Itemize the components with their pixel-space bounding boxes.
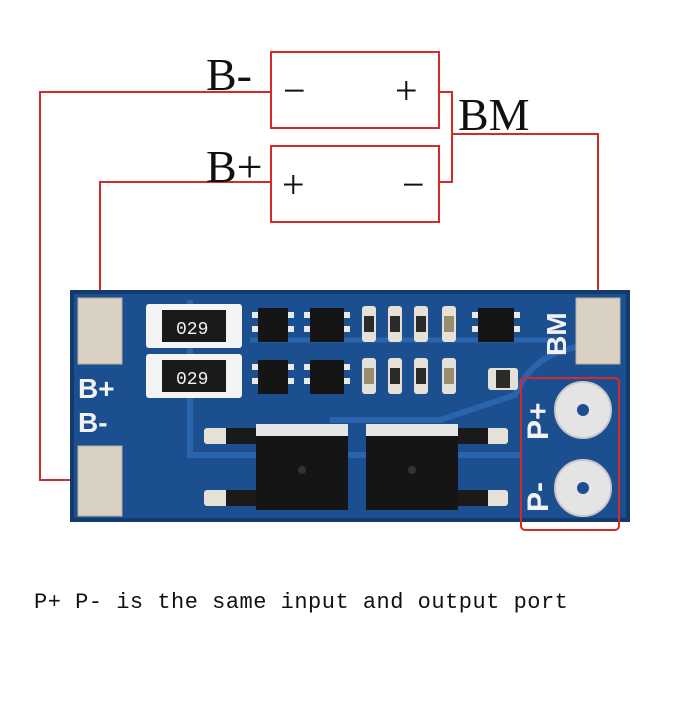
ic-chip [252, 360, 294, 394]
wire-b-plus [99, 181, 271, 320]
smd-passive [388, 306, 402, 342]
cell-top-plus: + [395, 68, 418, 113]
battery-cell-top [270, 51, 440, 129]
silk-b-minus: B- [78, 407, 108, 438]
smd-passive [442, 306, 456, 342]
wire-b-minus [39, 91, 271, 481]
silk-p-minus: P- [522, 482, 555, 512]
smd-passive [414, 306, 428, 342]
silk-b-plus: B+ [78, 373, 115, 404]
cell-bottom-minus: − [402, 162, 425, 207]
ic-chip [252, 308, 294, 342]
pad-bm [575, 297, 621, 365]
smd-passive [388, 358, 402, 394]
ic-chip [304, 308, 350, 342]
mosfet-left [204, 424, 348, 510]
label-bm: BM [458, 89, 530, 140]
wire-bm-link [439, 91, 453, 183]
mosfet-right [366, 424, 508, 510]
output-port-highlight [520, 377, 620, 531]
ic-chip [304, 360, 350, 394]
resistor-top: 029 [146, 304, 242, 348]
smd-passive [362, 358, 376, 394]
wire-bm [452, 133, 599, 320]
pcb-board: B+ B- BM P+ P- 029 029 [70, 290, 630, 522]
cell-bottom-plus: + [282, 162, 305, 207]
pcb-shade [70, 290, 630, 522]
caption: P+ P- is the same input and output port [34, 590, 569, 615]
resistor-bottom-code: 029 [176, 370, 208, 390]
cell-top-minus: − [283, 68, 306, 113]
resistor-bottom: 029 [146, 354, 242, 398]
smd-passive [442, 358, 456, 394]
pad-p-minus-hole [577, 482, 589, 494]
smd-passive [362, 306, 376, 342]
pad-b-minus [77, 445, 123, 517]
ic-chip [472, 308, 520, 342]
silk-bm: BM [541, 312, 572, 356]
battery-cell-bottom [270, 145, 440, 223]
label-b-plus: B+ [206, 141, 263, 192]
smd-passive [414, 358, 428, 394]
pad-b-plus [77, 297, 123, 365]
pad-p-plus-hole [577, 404, 589, 416]
smd-passive [488, 368, 518, 390]
silk-p-plus: P+ [522, 402, 555, 440]
resistor-top-code: 029 [176, 320, 208, 340]
label-b-minus: B- [206, 49, 252, 100]
